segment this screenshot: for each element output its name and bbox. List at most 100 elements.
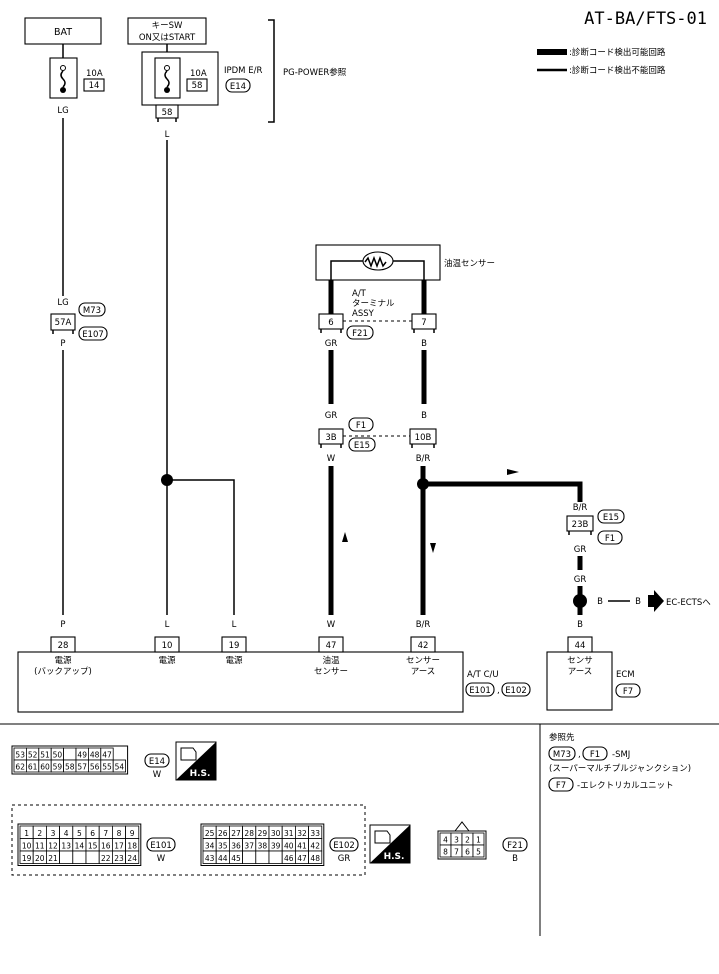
connector-3b: 3B <box>325 433 336 443</box>
f21-pin-6: 6 <box>465 848 470 857</box>
tcu-pin-47: 47 <box>326 641 337 651</box>
wire-p-label-2: P <box>60 620 65 630</box>
e101-pin-16: 16 <box>101 842 111 851</box>
e102-pin-33: 33 <box>310 829 320 838</box>
ects-arrow-icon <box>648 590 664 612</box>
wire-b-ects-1: B <box>597 597 603 607</box>
key-switch-box <box>127 17 207 45</box>
e102-face-color: GR <box>338 854 351 864</box>
e101-pin-22: 22 <box>101 854 111 863</box>
f21-pin-1: 1 <box>476 836 481 845</box>
e102-pin-34: 34 <box>205 842 215 851</box>
ref-heading: 参照先 <box>549 732 575 743</box>
oil-temp-sensor-label: 油温センサー <box>444 258 495 269</box>
e102-pin-32: 32 <box>297 829 307 838</box>
e101-pin-10: 10 <box>22 842 32 851</box>
tcu-module: 28 10 19 47 42 電源 (バックアップ) 電源 電源 油温 センサー… <box>17 636 531 713</box>
oil-temp-sensor: 油温センサー <box>315 244 495 281</box>
wire-lg-label-2: LG <box>57 298 68 308</box>
wire-br-label-3: B/R <box>573 503 588 513</box>
e102-pin-37: 37 <box>244 842 254 851</box>
terminal-assy-line3: ASSY <box>352 309 375 319</box>
e101-pin-24: 24 <box>127 854 137 863</box>
ref-m73: M73 <box>553 750 571 760</box>
tcu-lbl-backup: (バックアップ) <box>34 667 92 677</box>
ecm-pin-44: 44 <box>575 641 586 651</box>
hs-label-2: H.S. <box>384 852 405 862</box>
wire-br-label-1: B/R <box>416 454 431 464</box>
e102-pin-31: 31 <box>284 829 294 838</box>
connector-e15-badge: E15 <box>354 441 370 451</box>
wire-b-label-ecm: B <box>577 620 583 630</box>
bat-label: BAT <box>54 27 72 38</box>
pg-power-ref: PG-POWER参照 <box>283 67 347 78</box>
splice-ecm <box>573 594 587 608</box>
e101-pin-20: 20 <box>35 854 45 863</box>
f21-pin-5: 5 <box>476 848 481 857</box>
e14-pin-51: 51 <box>40 751 50 760</box>
f21-pin-2: 2 <box>465 836 470 845</box>
connector-57a-label: 57A <box>55 318 72 328</box>
ecm-conn-f7: F7 <box>623 687 633 697</box>
e14-face-name: E14 <box>149 757 165 767</box>
ecm-name: ECM <box>616 670 635 680</box>
e102-pin-38: 38 <box>258 842 268 851</box>
legend: :診断コード検出可能回路 :診断コード検出不能回路 <box>537 47 666 76</box>
fuse-14-number: 14 <box>89 81 100 91</box>
f21-pin-3: 3 <box>454 836 459 845</box>
ipdm-pin-58: 58 <box>162 108 173 118</box>
bat-source: BAT <box>24 17 102 45</box>
ipdm-label: IPDM E/R <box>224 66 262 76</box>
e102-face-name: E102 <box>333 841 355 851</box>
wire-gr-label-2: GR <box>325 411 338 421</box>
e101-pin-19: 19 <box>22 854 32 863</box>
e101-pin-12: 12 <box>48 842 58 851</box>
ref-smj: -SMJ <box>612 750 630 760</box>
e102-pin-42: 42 <box>310 842 320 851</box>
e14-face-color: W <box>153 770 162 780</box>
e102-pin-45: 45 <box>231 854 241 863</box>
tcu-conn-e102: E102 <box>505 686 527 696</box>
reference-section: 参照先 M73 , F1 -SMJ (スーパーマルチプルジャンクション) F7 … <box>548 732 691 792</box>
e14-pin-52: 52 <box>28 751 38 760</box>
tcu-name: A/T C/U <box>467 670 499 680</box>
e102-pin-43: 43 <box>205 854 215 863</box>
f21-pin-7: 7 <box>454 848 459 857</box>
connector-10b: 10B <box>415 433 432 443</box>
pin-7: 7 <box>421 318 426 328</box>
tcu-pin-19: 19 <box>229 641 240 651</box>
tcu-conn-e101: E101 <box>469 686 491 696</box>
tcu-lbl-oil1: 油温 <box>322 655 340 666</box>
e102-pin-35: 35 <box>218 842 228 851</box>
ref-smj-desc: (スーパーマルチプルジャンクション) <box>549 764 691 774</box>
e14-pin-50: 50 <box>53 751 63 760</box>
tcu-connector-group <box>11 804 366 876</box>
terminal-assy-line2: ターミナル <box>352 299 395 309</box>
f21-pin-4: 4 <box>443 836 448 845</box>
connector-e107: E107 <box>82 330 104 340</box>
wire-b-label-1: B <box>421 339 427 349</box>
e102-pin-26: 26 <box>218 829 228 838</box>
wire-b-ects-2: B <box>635 597 641 607</box>
connector-57a: 57A M73 E107 <box>50 302 108 341</box>
legend-thick-label: :診断コード検出可能回路 <box>569 47 666 58</box>
e14-pin-58: 58 <box>65 763 75 772</box>
e102-pin-39: 39 <box>271 842 281 851</box>
wire-p-label: P <box>60 339 65 349</box>
connector-f1-badge-2: F1 <box>605 534 615 544</box>
e101-pin-1: 1 <box>24 829 29 838</box>
tcu-lbl-gnd2: アース <box>411 667 436 677</box>
ecm-module: 44 センサ アース ECM F7 <box>546 636 641 711</box>
e101-face-color: W <box>157 854 166 864</box>
e102-pin-30: 30 <box>271 829 281 838</box>
connector-f1-badge: F1 <box>356 421 366 431</box>
e14-pin-62: 62 <box>15 763 25 772</box>
e14-pin-54: 54 <box>115 763 125 772</box>
fuse-14: 10A 14 LG <box>49 44 105 116</box>
hs-icon-1: H.S. <box>175 741 217 781</box>
wire-w-label-1: W <box>327 454 336 464</box>
tcu-lbl-power-10: 電源 <box>158 656 176 666</box>
